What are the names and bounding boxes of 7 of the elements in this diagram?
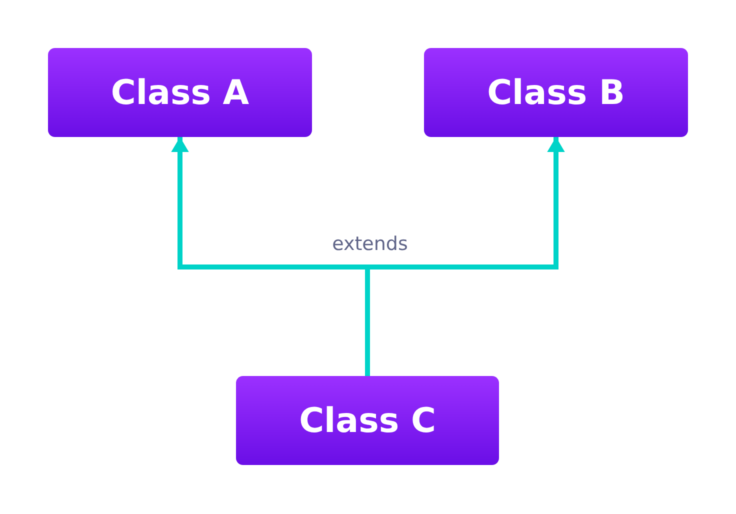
class-box <box>48 48 312 137</box>
class-name: Class A <box>110 72 250 112</box>
class-name: Class C <box>299 400 436 440</box>
class-box <box>424 48 688 137</box>
class-box <box>236 376 499 465</box>
relation-label: extends <box>332 233 408 255</box>
class-name: Class B <box>487 72 625 112</box>
